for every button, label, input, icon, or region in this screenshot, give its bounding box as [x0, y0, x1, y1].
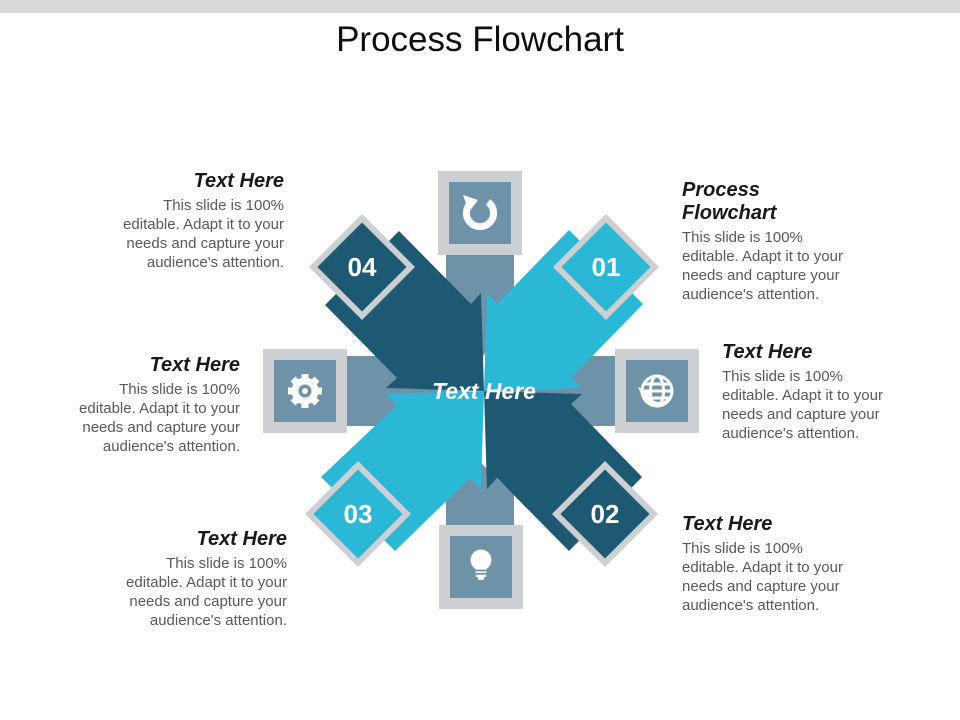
- text-block-top-left: Text Here This slide is 100% editable. A…: [108, 170, 284, 272]
- diamond-01: [552, 213, 660, 321]
- center-label: Text Here: [432, 378, 536, 404]
- text-block-bottom-left: Text Here This slide is 100% editable. A…: [111, 528, 287, 630]
- gear-icon: [288, 374, 322, 408]
- icon-box-right: [615, 349, 699, 433]
- text-block-body: This slide is 100% editable. Adapt it to…: [722, 368, 883, 442]
- text-block-body: This slide is 100% editable. Adapt it to…: [682, 229, 843, 303]
- text-block-heading: Text Here: [149, 354, 240, 376]
- text-block-top-right: Process Flowchart This slide is 100% edi…: [682, 179, 858, 304]
- text-block-heading: Text Here: [193, 170, 284, 192]
- diamond-01-label: 01: [592, 252, 621, 282]
- text-block-heading: Process Flowchart: [682, 179, 777, 224]
- text-block-heading: Text Here: [682, 513, 773, 535]
- lightbulb-icon: [470, 549, 492, 580]
- text-block-body: This slide is 100% editable. Adapt it to…: [79, 381, 240, 455]
- icon-box-left: [263, 349, 347, 433]
- top-accent-bar: [0, 0, 960, 13]
- icon-box-top: [438, 171, 522, 255]
- text-block-body: This slide is 100% editable. Adapt it to…: [126, 555, 287, 629]
- globe-icon: [638, 374, 674, 408]
- diamond-02: [551, 460, 659, 568]
- diamond-03-label: 03: [344, 499, 373, 529]
- text-block-heading: Text Here: [196, 528, 287, 550]
- slide-title: Process Flowchart: [336, 20, 624, 59]
- text-block-bottom-right: Text Here This slide is 100% editable. A…: [682, 513, 858, 615]
- icon-box-top-fill: [449, 182, 511, 244]
- text-block-heading: Text Here: [722, 341, 813, 363]
- icon-box-bottom: [439, 525, 523, 609]
- text-block-mid-left: Text Here This slide is 100% editable. A…: [64, 354, 240, 456]
- text-block-body: This slide is 100% editable. Adapt it to…: [123, 197, 284, 271]
- text-block-body: This slide is 100% editable. Adapt it to…: [682, 540, 843, 614]
- diamond-04-label: 04: [348, 252, 377, 282]
- diamond-02-label: 02: [591, 499, 620, 529]
- text-block-mid-right: Text Here This slide is 100% editable. A…: [722, 341, 898, 443]
- refresh-icon: [462, 195, 498, 231]
